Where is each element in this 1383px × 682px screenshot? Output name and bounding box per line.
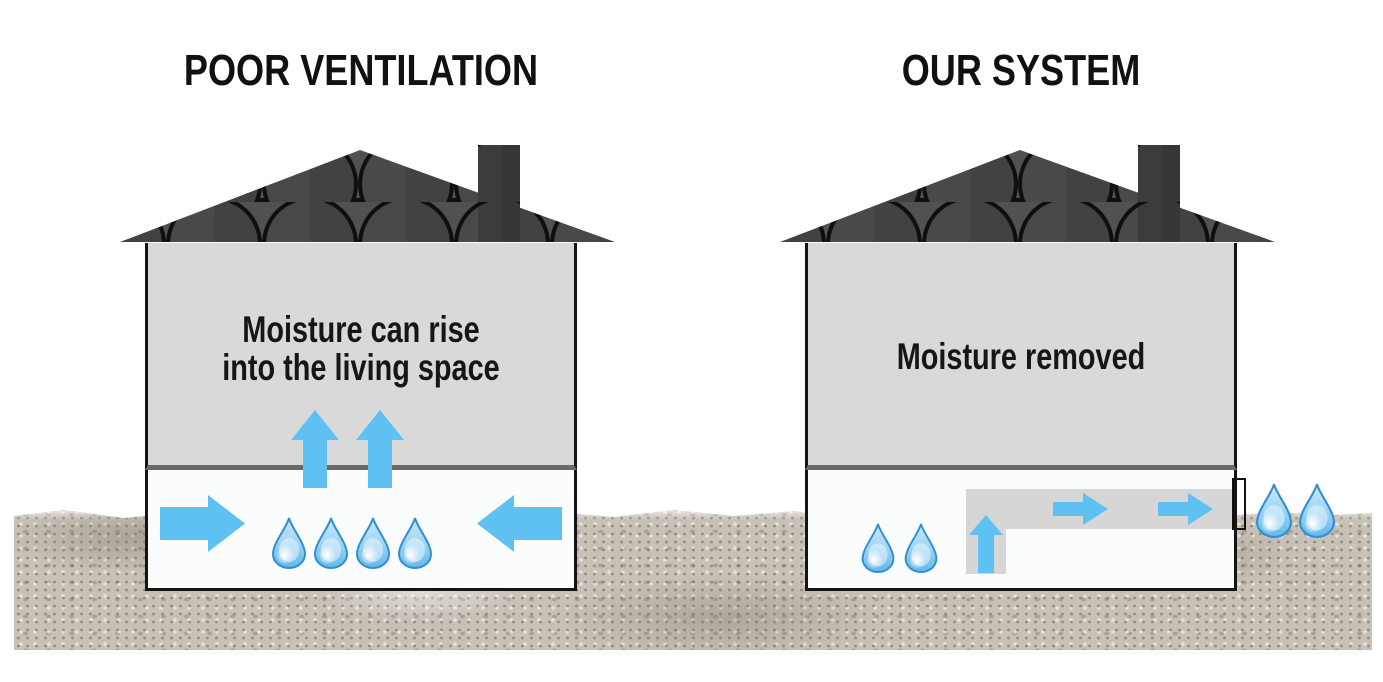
wall-vent-outlet [1232, 478, 1246, 530]
duct-right-arrow-icon [1158, 493, 1213, 525]
left-house-roof-icon [120, 145, 615, 242]
moisture-rise-arrow-icon [291, 410, 339, 488]
water-droplet-icon [356, 517, 390, 569]
right-house-caption: Moisture removed [896, 336, 1146, 377]
expelled-water-droplet-icon [1299, 483, 1335, 538]
left-house-living-area [145, 243, 577, 470]
duct-right-arrow-icon [1053, 493, 1108, 525]
left-caption-line1: Moisture can rise [242, 309, 480, 350]
right-house-living-area [805, 243, 1237, 470]
right-house-chimney [1138, 145, 1180, 242]
duct-up-arrow-icon [969, 515, 1003, 573]
expelled-water-droplet-icon [1256, 483, 1292, 538]
moisture-inflow-right-arrow-icon [160, 495, 245, 552]
right-panel-title: OUR SYSTEM [901, 46, 1141, 95]
moisture-inflow-left-arrow-icon [477, 495, 562, 552]
water-droplet-icon [904, 523, 938, 573]
moisture-rise-arrow-icon [356, 410, 404, 488]
right-house-roof-icon [780, 145, 1275, 242]
left-house-caption: Moisture can rise into the living space [193, 311, 530, 387]
water-droplet-icon [272, 517, 306, 569]
left-caption-line2: into the living space [222, 347, 500, 388]
left-panel-title: POOR VENTILATION [183, 46, 539, 95]
left-house-chimney [478, 145, 520, 242]
water-droplet-icon [861, 523, 895, 573]
water-droplet-icon [398, 517, 432, 569]
water-droplet-icon [314, 517, 348, 569]
